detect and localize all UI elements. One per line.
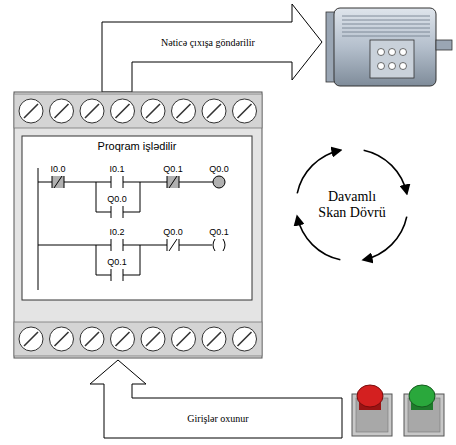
terminal-strip: [14, 94, 262, 128]
motor: [326, 8, 452, 86]
cycle-arrow: [297, 150, 340, 193]
terminal-screw: [172, 327, 196, 351]
motor-fin: [342, 36, 430, 37]
push-buttons: [352, 385, 444, 436]
terminal-screw: [111, 327, 135, 351]
screw-slot: [207, 104, 221, 118]
terminal-screw: [141, 327, 165, 351]
terminal-screw: [19, 99, 43, 123]
cycle-text: Davamlı Skan Dövrü: [317, 189, 387, 221]
terminal-screw: [111, 99, 135, 123]
motor-fin: [342, 16, 430, 17]
contact-address: Q0.1: [107, 257, 127, 267]
screw-slot: [24, 104, 38, 118]
motor-fin: [342, 28, 430, 29]
contact-address: I0.0: [50, 164, 65, 174]
terminal-screw: [19, 327, 43, 351]
panel-title: Proqram işlədilir: [26, 140, 248, 153]
contact-address: I0.2: [109, 227, 124, 237]
screw-slot: [116, 332, 130, 346]
terminal-lug: [389, 63, 396, 70]
screw-slot: [177, 332, 191, 346]
terminal-lug: [378, 63, 385, 70]
terminal-screw: [80, 327, 104, 351]
coil-address: Q0.0: [209, 164, 229, 174]
screw-slot: [55, 332, 69, 346]
screw-slot: [146, 332, 160, 346]
terminal-lug: [400, 63, 407, 70]
motor-fin: [342, 32, 430, 33]
terminal-screw: [50, 327, 74, 351]
contact-address: Q0.1: [163, 164, 183, 174]
terminal-strip: [14, 322, 262, 356]
terminal-screw: [80, 99, 104, 123]
screw-slot: [238, 332, 252, 346]
terminal-lug: [378, 49, 385, 56]
coil-address: Q0.1: [209, 227, 229, 237]
screw-slot: [85, 332, 99, 346]
cycle-arrow: [364, 217, 407, 260]
terminal-screw: [233, 99, 257, 123]
screw-slot: [85, 104, 99, 118]
input-arrow: [90, 360, 342, 438]
screw-slot: [146, 104, 160, 118]
contact-address: Q0.0: [107, 194, 127, 204]
terminal-screw: [172, 99, 196, 123]
motor-fin: [342, 24, 430, 25]
scan-cycle-arrows: [297, 150, 407, 260]
arrow-caption: Nəticə çıxışa göndərilir: [161, 37, 255, 48]
output-arrow: [102, 4, 322, 92]
program-panel: [22, 136, 252, 300]
program-panel-box: Proqram işlədilir: [22, 136, 252, 300]
terminal-screw: [141, 99, 165, 123]
screw-slot: [24, 332, 38, 346]
terminal-screw: [202, 99, 226, 123]
cycle-arrow: [297, 217, 340, 260]
cycle-arrow: [364, 150, 407, 193]
screw-slot: [207, 332, 221, 346]
scan-cycle-label: Davamlı Skan Dövrü: [315, 187, 389, 223]
screw-slot: [238, 104, 252, 118]
terminal-screw: [50, 99, 74, 123]
motor-fin: [342, 20, 430, 21]
contact-address: I0.1: [109, 164, 124, 174]
terminal-screw: [233, 327, 257, 351]
ladder-diagram: [38, 168, 225, 290]
arrow-caption: Girişlər oxunur: [187, 413, 248, 424]
terminal-lug: [389, 49, 396, 56]
contact-address: Q0.0: [163, 227, 183, 237]
terminal-screw: [202, 327, 226, 351]
screw-slot: [177, 104, 191, 118]
terminal-lug: [400, 49, 407, 56]
screw-slot: [116, 104, 130, 118]
screw-slot: [55, 104, 69, 118]
plc-housing: [14, 92, 262, 358]
